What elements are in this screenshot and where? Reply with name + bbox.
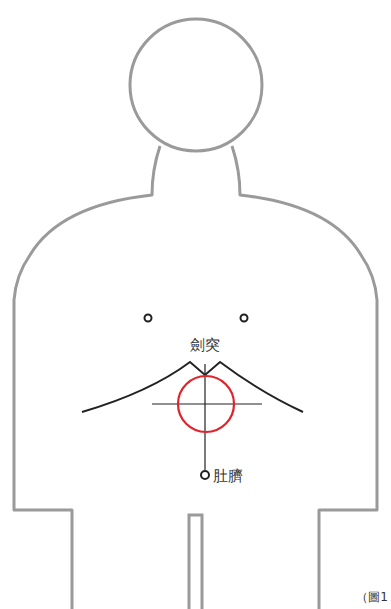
target-circle	[178, 376, 234, 432]
ribcage-line	[82, 362, 303, 412]
body-outline	[14, 146, 377, 609]
xiphoid-label: 劍突	[190, 338, 220, 353]
nipple-dot	[145, 315, 152, 322]
navel-dot	[201, 471, 209, 479]
head-outline	[130, 19, 262, 151]
midline	[204, 364, 205, 470]
navel-label: 肚臍	[213, 469, 243, 484]
leg-gap	[189, 515, 202, 609]
crosshair-line	[152, 403, 262, 404]
nipple-dot	[241, 315, 248, 322]
figure-caption: （圖1	[356, 591, 388, 603]
